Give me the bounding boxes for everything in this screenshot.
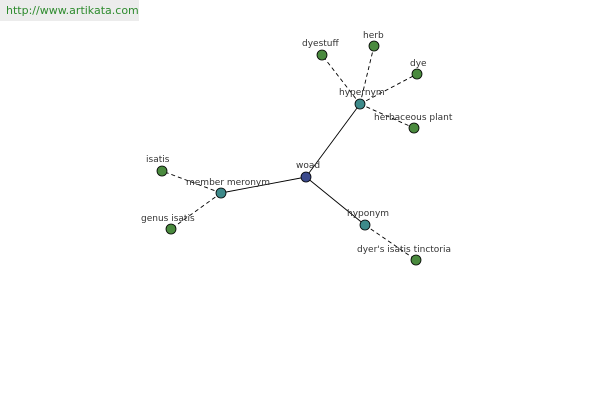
edge-woad-to-member_meronym bbox=[220, 176, 307, 194]
edge-hypernym-to-dyestuff bbox=[321, 54, 361, 105]
node-label-dyestuff: dyestuff bbox=[302, 39, 339, 49]
node-marker-dye[interactable] bbox=[411, 68, 423, 80]
node-hyponym[interactable]: hyponym bbox=[347, 209, 389, 231]
node-label-genus-isatis: genus isatis bbox=[141, 214, 195, 224]
node-marker-member-meronym[interactable] bbox=[215, 187, 227, 199]
node-marker-dyers-isatis[interactable] bbox=[410, 254, 422, 266]
edge-woad-to-hyponym bbox=[305, 176, 366, 226]
node-label-hypernym: hypernym bbox=[339, 88, 385, 98]
node-label-herb: herb bbox=[363, 31, 384, 41]
node-marker-hyponym[interactable] bbox=[359, 219, 371, 231]
node-dyers-isatis[interactable]: dyer's isatis tinctoria bbox=[357, 245, 451, 266]
node-label-dye: dye bbox=[410, 59, 427, 69]
node-label-isatis: isatis bbox=[146, 155, 170, 165]
node-marker-isatis[interactable] bbox=[156, 165, 168, 177]
node-genus-isatis[interactable]: genus isatis bbox=[141, 214, 195, 235]
edge-woad-to-hypernym bbox=[305, 103, 361, 178]
node-hypernym[interactable]: hypernym bbox=[339, 88, 385, 110]
edges-layer bbox=[161, 45, 418, 261]
node-marker-dyestuff[interactable] bbox=[316, 49, 328, 61]
node-marker-genus-isatis[interactable] bbox=[165, 223, 177, 235]
nodes-layer: woad hypernym member meronym hyponym dyestuf… bbox=[141, 31, 453, 266]
node-label-member-meronym: member meronym bbox=[186, 178, 270, 188]
edge-member_meronym-to-genus_isatis bbox=[170, 192, 222, 230]
node-marker-herb[interactable] bbox=[368, 40, 380, 52]
node-marker-hypernym[interactable] bbox=[354, 98, 366, 110]
node-dye[interactable]: dye bbox=[410, 59, 427, 80]
url-banner: http://www.artikata.com bbox=[0, 0, 139, 21]
node-marker-herbaceous-plant[interactable] bbox=[408, 122, 420, 134]
edge-member_meronym-to-isatis bbox=[161, 170, 222, 194]
node-herb[interactable]: herb bbox=[363, 31, 384, 52]
node-member-meronym[interactable]: member meronym bbox=[186, 178, 270, 199]
node-label-dyers-isatis: dyer's isatis tinctoria bbox=[357, 245, 451, 255]
node-herbaceous-plant[interactable]: herbaceous plant bbox=[374, 113, 453, 134]
node-marker-woad[interactable] bbox=[300, 171, 312, 183]
edge-hypernym-to-herbaceous_plant bbox=[359, 103, 415, 129]
node-isatis[interactable]: isatis bbox=[146, 155, 170, 177]
node-dyestuff[interactable]: dyestuff bbox=[302, 39, 339, 61]
node-label-hyponym: hyponym bbox=[347, 209, 389, 219]
node-label-woad: woad bbox=[296, 161, 320, 171]
edge-hypernym-to-dye bbox=[359, 73, 418, 105]
edge-hypernym-to-herb bbox=[359, 45, 375, 105]
site-url-link[interactable]: http://www.artikata.com bbox=[6, 4, 139, 17]
edge-hyponym-to-dyers_isatis bbox=[364, 224, 417, 261]
node-label-herbaceous-plant: herbaceous plant bbox=[374, 113, 453, 123]
node-woad[interactable]: woad bbox=[296, 161, 320, 183]
